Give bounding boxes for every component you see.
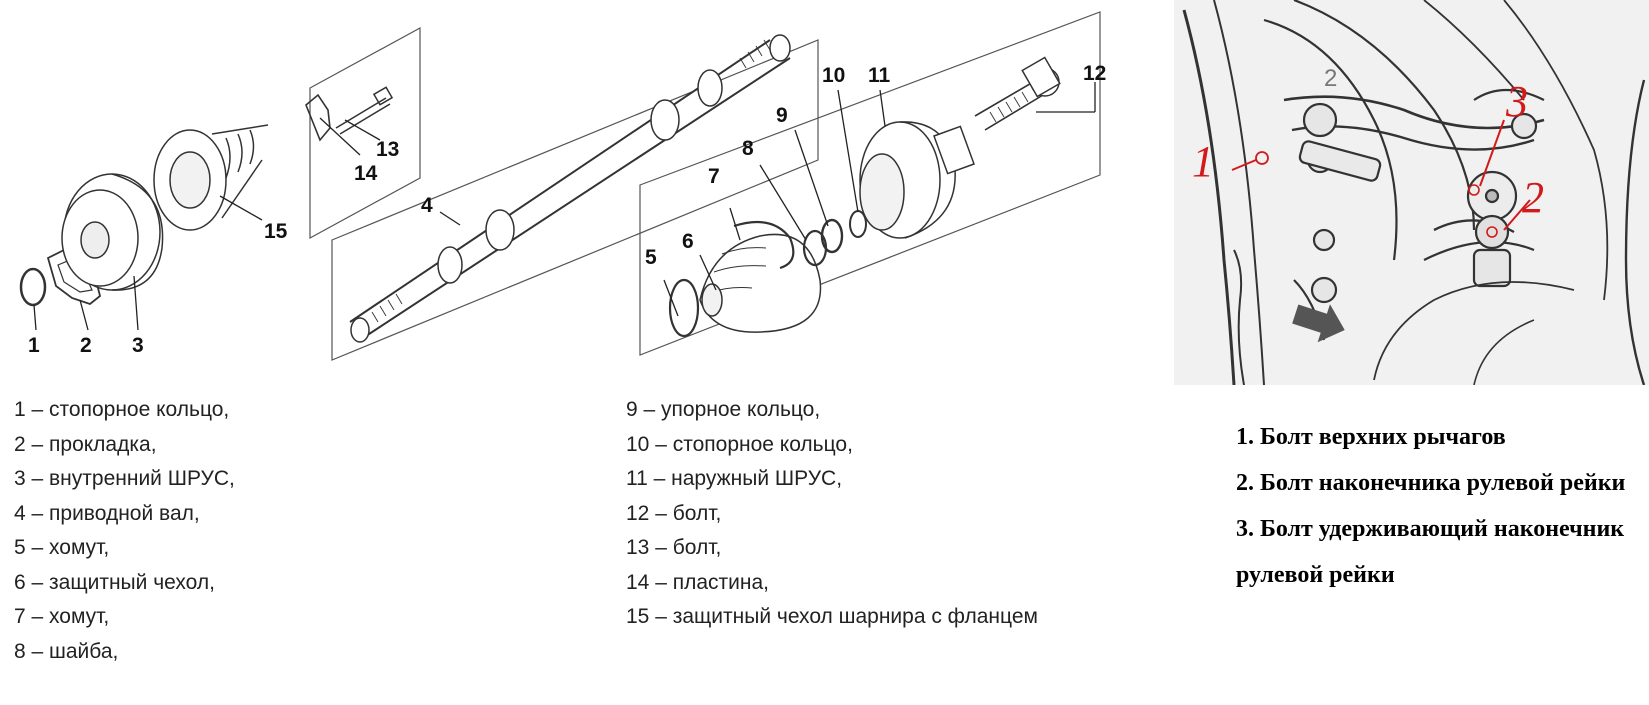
callout-1: 1: [28, 334, 40, 357]
callout-12: 12: [1083, 62, 1106, 85]
legend-item: 5 – хомут,: [14, 536, 110, 559]
legend-item: 15 – защитный чехол шарнира с фланцем: [626, 605, 1038, 628]
legend-item: 9 – упорное кольцо,: [626, 398, 821, 421]
drive-shaft-exploded-diagram: 1 2 3 4 5 6 7 8 9 10 11 12 13 14 15: [0, 0, 1120, 380]
legend-item: 14 – пластина,: [626, 570, 769, 594]
callout-10: 10: [822, 64, 845, 87]
legend-item: 2 – прокладка,: [14, 432, 157, 456]
callout-8: 8: [742, 137, 754, 160]
parts-legend-column-1: 1 – стопорное кольцо, 2 – прокладка, 3 –…: [14, 393, 235, 669]
photo-annotation-3: 3: [1505, 77, 1528, 126]
photo-annotation-1: 1: [1192, 137, 1214, 186]
legend-item: 4 – приводной вал,: [14, 501, 200, 525]
callout-7: 7: [708, 165, 720, 188]
photo-legend: 1. Болт верхних рычагов 2. Болт наконечн…: [1236, 414, 1646, 598]
callout-15: 15: [264, 220, 288, 243]
callout-5: 5: [645, 246, 657, 269]
legend-item: 12 – болт,: [626, 501, 722, 525]
photo-legend-item: 2. Болт наконечника рулевой рейки: [1236, 470, 1626, 496]
photo-annotation-2: 2: [1522, 173, 1544, 222]
suspension-illustration: 1 2 3 2: [1174, 0, 1649, 385]
legend-item: 10 – стопорное кольцо,: [626, 432, 853, 456]
legend-item: 7 – хомут,: [14, 605, 110, 628]
legend-item: 1 – стопорное кольцо,: [14, 398, 230, 421]
photo-printed-label: 2: [1324, 65, 1337, 92]
callout-6: 6: [682, 230, 694, 253]
callout-4: 4: [421, 194, 433, 217]
legend-item: 3 – внутренний ШРУС,: [14, 467, 235, 490]
legend-item: 8 – шайба,: [14, 639, 119, 663]
callout-2: 2: [80, 334, 92, 357]
parts-legend-column-2: 9 – упорное кольцо, 10 – стопорное кольц…: [626, 393, 1038, 635]
callout-11: 11: [868, 64, 891, 87]
legend-item: 13 – болт,: [626, 536, 722, 559]
legend-item: 11 – наружный ШРУС,: [626, 467, 843, 490]
photo-legend-item: 3. Болт удерживающий наконечник рулевой …: [1236, 516, 1625, 588]
callout-9: 9: [776, 104, 788, 127]
callout-3: 3: [132, 334, 144, 357]
callout-14: 14: [354, 162, 378, 185]
legend-item: 6 – защитный чехол,: [14, 570, 215, 594]
photo-legend-item: 1. Болт верхних рычагов: [1236, 424, 1506, 450]
callout-13: 13: [376, 138, 399, 161]
